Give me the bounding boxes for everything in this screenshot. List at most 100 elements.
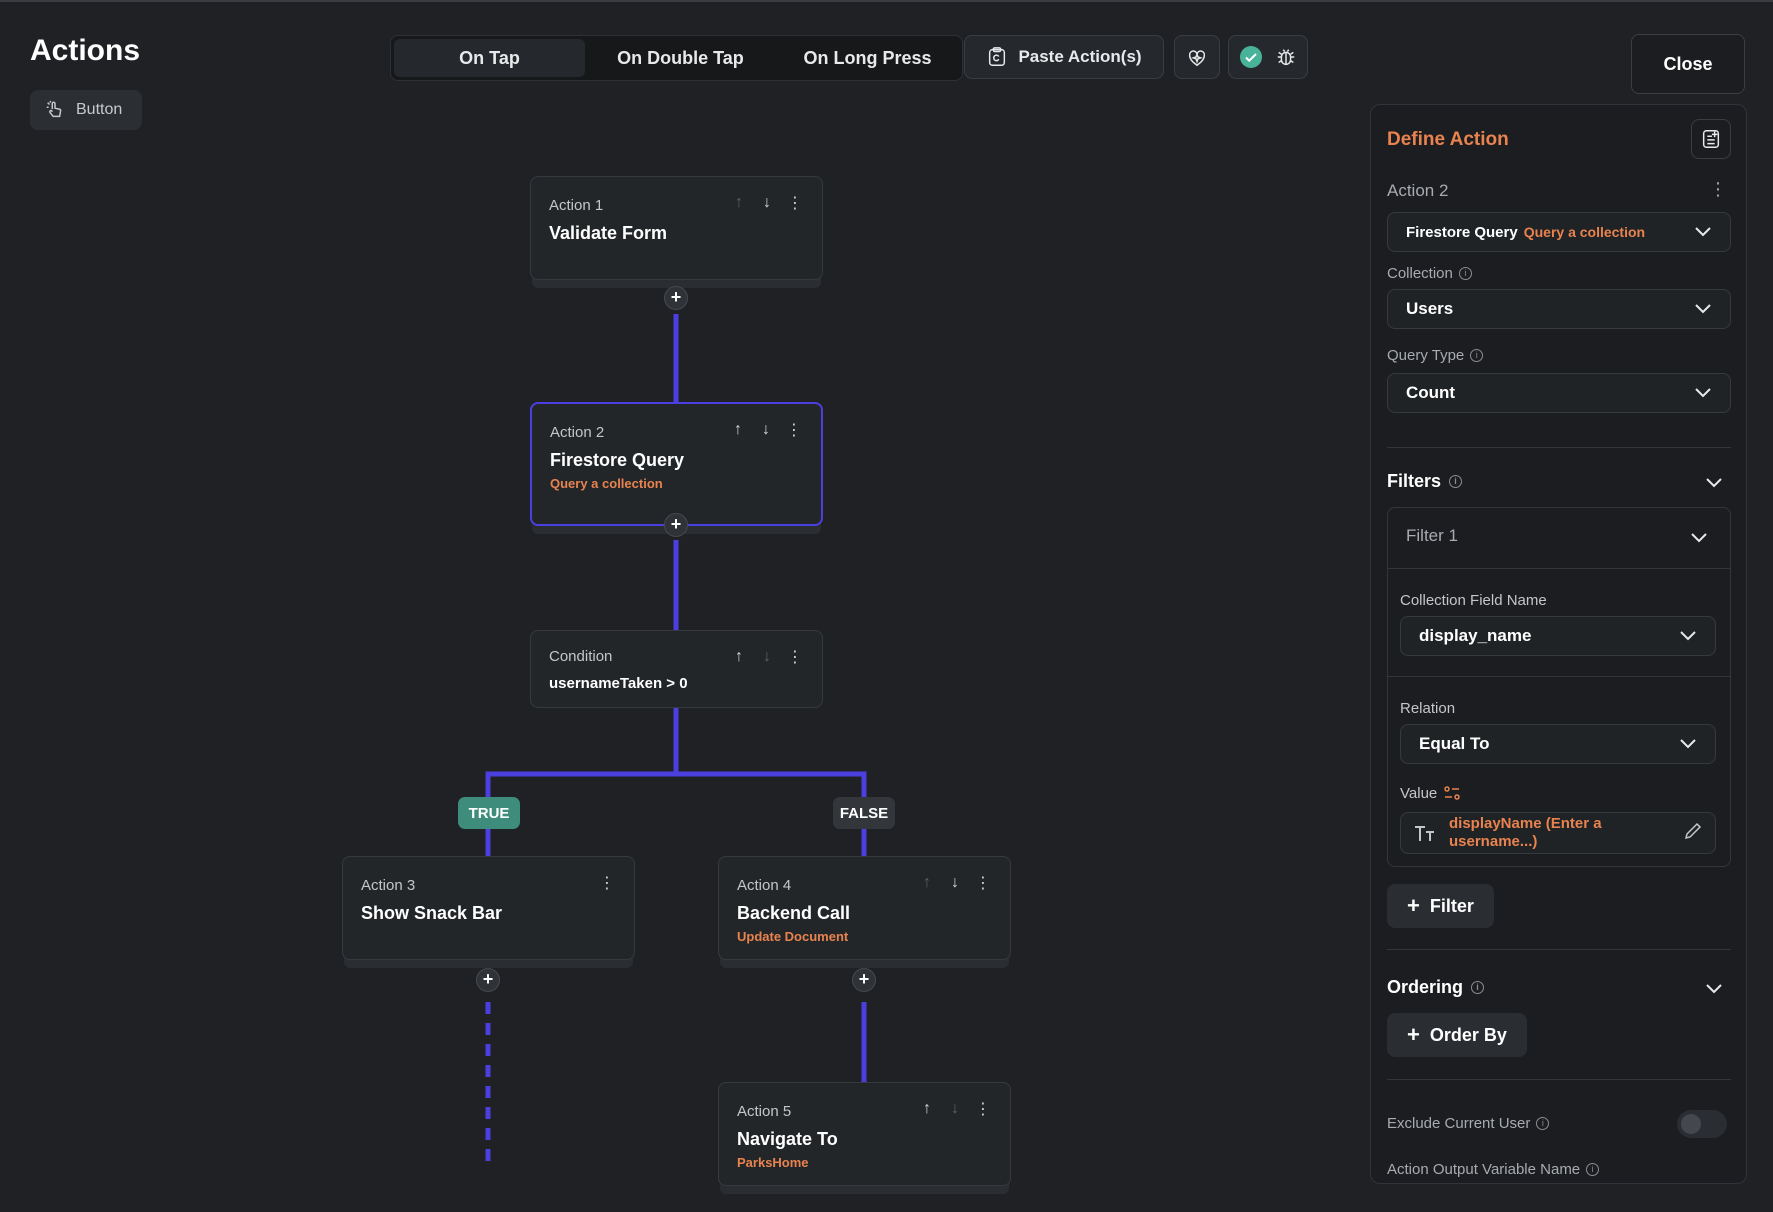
action-node-label: Action 2 xyxy=(550,424,605,441)
exclude-current-user-label: Exclude Current User i xyxy=(1387,1115,1550,1132)
action-node-3[interactable]: Action 3 Show Snack Bar ⋮ xyxy=(342,856,635,960)
action-node-2[interactable]: Action 2 Firestore Query Query a collect… xyxy=(530,402,823,526)
condition-node[interactable]: Condition usernameTaken > 0 ↑ ↓ ⋮ xyxy=(530,630,823,708)
move-down-icon[interactable]: ↓ xyxy=(951,874,959,891)
ai-actions-button[interactable] xyxy=(1174,35,1220,79)
action-node-subtitle: Update Document xyxy=(737,929,849,944)
chevron-down-icon[interactable] xyxy=(1690,530,1708,548)
bug-icon[interactable] xyxy=(1275,46,1297,68)
collection-label: Collection i xyxy=(1387,265,1472,282)
add-action-button[interactable]: + xyxy=(664,513,688,537)
add-action-button[interactable]: + xyxy=(664,286,688,310)
move-up-icon[interactable]: ↑ xyxy=(735,648,743,665)
ai-sparkle-icon xyxy=(1188,50,1206,67)
move-up-icon: ↑ xyxy=(923,874,931,891)
chevron-down-icon xyxy=(1679,734,1697,754)
more-options-icon[interactable]: ⋮ xyxy=(1709,179,1727,199)
tab-on-tap[interactable]: On Tap xyxy=(394,39,585,77)
query-type-label-text: Query Type xyxy=(1387,347,1465,364)
node-controls: ↑ ↓ ⋮ xyxy=(918,1099,992,1119)
order-by-button[interactable]: + Order By xyxy=(1387,1013,1527,1057)
chevron-down-icon[interactable] xyxy=(1705,981,1723,999)
action-number-label: Action 2 xyxy=(1387,181,1449,200)
action-node-name: Validate Form xyxy=(549,223,668,243)
more-options-icon[interactable]: ⋮ xyxy=(787,195,803,212)
widget-chip[interactable]: Button xyxy=(30,90,142,130)
value-field[interactable]: displayName (Enter a username...) xyxy=(1400,812,1716,854)
exclude-current-user-toggle[interactable] xyxy=(1677,1110,1727,1138)
filters-section-header[interactable]: Filters i xyxy=(1387,471,1463,492)
action-type-subtitle: Query a collection xyxy=(1523,224,1646,240)
action-node-label: Action 3 xyxy=(361,877,416,894)
condition-label: Condition xyxy=(549,648,613,665)
action-node-label: Action 4 xyxy=(737,877,792,894)
ordering-title: Ordering xyxy=(1387,977,1464,997)
more-options-icon[interactable]: ⋮ xyxy=(975,875,991,892)
variable-icon[interactable] xyxy=(1443,784,1461,802)
action-node-name: Backend Call xyxy=(737,903,851,923)
check-circle-icon[interactable] xyxy=(1239,45,1263,69)
more-options-icon[interactable]: ⋮ xyxy=(599,875,615,892)
text-type-icon xyxy=(1415,826,1434,841)
add-action-button[interactable]: + xyxy=(476,968,500,992)
widget-tap-icon xyxy=(46,100,62,118)
collection-dropdown[interactable]: Users xyxy=(1387,289,1731,329)
filters-title: Filters xyxy=(1387,471,1442,491)
move-down-icon[interactable]: ↓ xyxy=(762,421,770,438)
info-icon[interactable]: i xyxy=(1586,1163,1600,1176)
ordering-section-header[interactable]: Ordering i xyxy=(1387,977,1485,998)
value-text: displayName (Enter a username...) xyxy=(1449,815,1602,850)
plus-icon: + xyxy=(1407,893,1420,918)
add-filter-button[interactable]: + Filter xyxy=(1387,884,1494,928)
field-name-value: display_name xyxy=(1419,626,1532,645)
move-down-icon[interactable]: ↓ xyxy=(763,194,771,211)
relation-value: Equal To xyxy=(1419,734,1490,753)
close-button[interactable]: Close xyxy=(1631,34,1745,94)
query-type-value: Count xyxy=(1406,383,1456,402)
filter-card: Filter 1 Collection Field Name display_n… xyxy=(1387,507,1731,867)
action-node-name: Firestore Query xyxy=(550,450,685,470)
paste-actions-button[interactable]: Paste Action(s) xyxy=(964,35,1164,79)
section-divider xyxy=(1387,1079,1731,1080)
action-node-4[interactable]: Action 4 Backend Call Update Document ↑ … xyxy=(718,856,1011,960)
page-title: Actions xyxy=(30,34,141,67)
tab-on-long-press[interactable]: On Long Press xyxy=(803,47,932,68)
tab-on-double-tap[interactable]: On Double Tap xyxy=(617,47,744,68)
widget-chip-label: Button xyxy=(76,101,123,118)
action-node-5[interactable]: Action 5 Navigate To ParksHome ↑ ↓ ⋮ xyxy=(718,1082,1011,1186)
info-icon[interactable]: i xyxy=(1536,1117,1550,1130)
query-type-dropdown[interactable]: Count xyxy=(1387,373,1731,413)
node-controls: ↑ ↓ ⋮ xyxy=(729,420,803,440)
info-icon[interactable]: i xyxy=(1458,267,1472,280)
more-options-icon[interactable]: ⋮ xyxy=(787,649,803,666)
info-icon[interactable]: i xyxy=(1470,349,1484,362)
action-node-label: Action 1 xyxy=(549,197,604,214)
action-library-button[interactable] xyxy=(1691,119,1731,159)
move-up-icon[interactable]: ↑ xyxy=(734,421,742,438)
field-name-dropdown[interactable]: display_name xyxy=(1400,616,1716,656)
edit-pencil-icon[interactable] xyxy=(1683,821,1703,846)
more-options-icon[interactable]: ⋮ xyxy=(786,422,802,439)
more-options-icon[interactable]: ⋮ xyxy=(975,1101,991,1118)
info-icon[interactable]: i xyxy=(1471,981,1485,994)
output-variable-label-text: Action Output Variable Name xyxy=(1387,1161,1581,1178)
action-flow-canvas: Action 1 Validate Form ↑ ↓ ⋮ + Action 2 … xyxy=(0,140,1360,1186)
collection-value: Users xyxy=(1406,299,1454,318)
field-name-label: Collection Field Name xyxy=(1400,592,1547,609)
action-node-1[interactable]: Action 1 Validate Form ↑ ↓ ⋮ xyxy=(530,176,823,280)
node-controls: ⋮ xyxy=(598,873,616,893)
move-up-icon[interactable]: ↑ xyxy=(923,1100,931,1117)
info-icon[interactable]: i xyxy=(1449,475,1463,488)
chevron-down-icon[interactable] xyxy=(1705,475,1723,493)
define-action-panel: Define Action Action 2 ⋮ Firestore Query… xyxy=(1370,104,1747,1184)
relation-dropdown[interactable]: Equal To xyxy=(1400,724,1716,764)
output-variable-label: Action Output Variable Name i xyxy=(1387,1161,1600,1178)
relation-label: Relation xyxy=(1400,700,1456,717)
plus-icon: + xyxy=(1407,1022,1420,1047)
node-controls: ↑ ↓ ⋮ xyxy=(730,647,804,667)
action-type-dropdown[interactable]: Firestore Query Query a collection xyxy=(1387,212,1731,252)
filter-divider xyxy=(1388,676,1730,677)
panel-title: Define Action xyxy=(1387,129,1509,150)
move-up-icon: ↑ xyxy=(735,194,743,211)
add-action-button[interactable]: + xyxy=(852,968,876,992)
